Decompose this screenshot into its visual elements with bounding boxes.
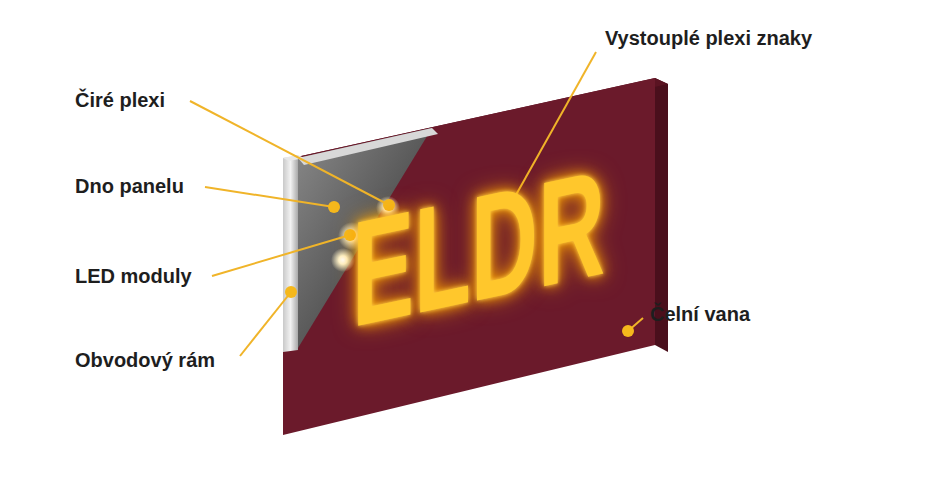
leader-dot (285, 286, 297, 298)
front-tray (283, 78, 655, 435)
part-label: Obvodový rám (75, 348, 215, 372)
leader-line (212, 235, 350, 276)
leader-dot (622, 325, 634, 337)
part-label: Čelní vana (650, 302, 750, 326)
part-label: Dno panelu (75, 174, 184, 198)
leader-lines (190, 52, 643, 356)
part-label: LED moduly (75, 264, 192, 288)
led-module (331, 248, 355, 272)
clear-plexi-edge (298, 128, 438, 165)
leader-line (205, 187, 334, 207)
leader-line (240, 292, 291, 356)
part-label: Vystouplé plexi znaky (605, 26, 812, 50)
part-label: Čiré plexi (75, 88, 165, 112)
leader-dot (328, 201, 340, 213)
